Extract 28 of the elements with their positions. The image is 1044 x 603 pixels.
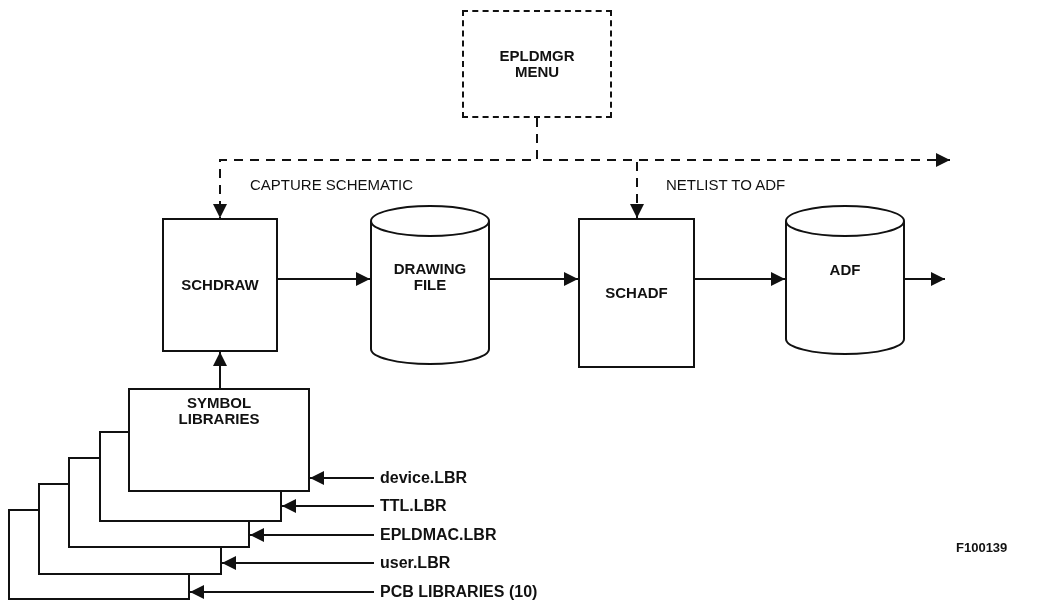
arrow bbox=[189, 585, 375, 599]
file-cylinder bbox=[785, 205, 905, 355]
menu-box bbox=[462, 10, 612, 118]
arrow bbox=[281, 499, 375, 513]
arrow bbox=[277, 272, 371, 286]
node-label: SCHDRAW bbox=[181, 276, 259, 294]
node-label: EPLDMGR MENU bbox=[498, 47, 576, 81]
library-label: EPLDMAC.LBR bbox=[380, 526, 497, 544]
node-label: SYMBOL LIBRARIES bbox=[177, 394, 261, 428]
node-label: ADF bbox=[829, 261, 861, 279]
library-label: user.LBR bbox=[380, 554, 451, 572]
process-box bbox=[162, 218, 278, 352]
library-label: TTL.LBR bbox=[380, 497, 447, 515]
library-label: device.LBR bbox=[380, 469, 468, 487]
arrow bbox=[694, 272, 786, 286]
arrow bbox=[489, 272, 579, 286]
node-label: DRAWING FILE bbox=[392, 260, 468, 294]
arrow bbox=[249, 528, 375, 542]
library-label: PCB LIBRARIES (10) bbox=[380, 583, 538, 601]
arrow bbox=[309, 471, 375, 485]
node-label: SCHADF bbox=[605, 284, 668, 302]
arrow bbox=[221, 556, 375, 570]
process-box bbox=[128, 388, 310, 492]
figure-number: F100139 bbox=[956, 540, 1008, 555]
arrow bbox=[904, 272, 946, 286]
arrow bbox=[213, 351, 227, 389]
process-box bbox=[578, 218, 695, 368]
file-cylinder bbox=[370, 205, 490, 365]
